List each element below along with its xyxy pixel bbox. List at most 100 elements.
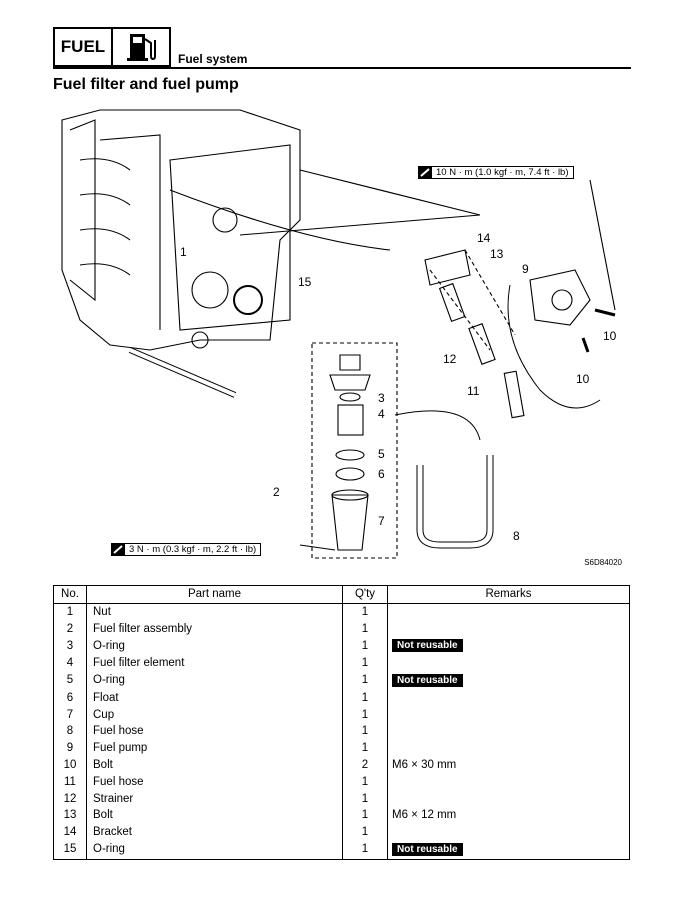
callout: 3 (378, 391, 385, 405)
part-name: Cup (86, 706, 343, 724)
part-remarks: Not reusable (387, 840, 630, 860)
part-number: 12 (53, 790, 87, 808)
part-name: Fuel hose (86, 773, 343, 791)
callout: 4 (378, 407, 385, 421)
part-qty: 1 (342, 620, 388, 638)
col-header-part-name: Part name (86, 585, 343, 604)
part-number: 10 (53, 756, 87, 774)
page-title: Fuel filter and fuel pump (53, 76, 239, 93)
part-name: Fuel pump (86, 740, 343, 757)
part-qty: 1 (342, 689, 388, 707)
part-name: Nut (86, 603, 343, 621)
part-name: Bolt (86, 756, 343, 774)
callout: 10 (576, 372, 590, 386)
part-qty: 1 (342, 671, 388, 690)
part-qty: 1 (342, 723, 388, 741)
header-rule (53, 67, 631, 69)
remark-text: M6 × 12 mm (392, 809, 457, 822)
callout: 13 (490, 247, 504, 261)
part-remarks: Not reusable (387, 637, 630, 656)
col-header-qty: Q'ty (342, 585, 388, 604)
part-number: 11 (53, 773, 87, 791)
part-qty: 1 (342, 603, 388, 621)
col-header-remarks: Remarks (387, 585, 630, 604)
part-number: 14 (53, 824, 87, 841)
part-number: 8 (53, 723, 87, 741)
part-number: 1 (53, 603, 87, 621)
fuel-pump-icon (113, 27, 171, 67)
part-name: Float (86, 689, 343, 707)
part-qty: 1 (342, 790, 388, 808)
part-number: 5 (53, 671, 87, 690)
not-reusable-badge: Not reusable (392, 639, 463, 653)
col-header-no: No. (53, 585, 87, 604)
wrench-icon (419, 167, 432, 178)
part-name: O-ring (86, 840, 343, 860)
callout: 14 (477, 231, 491, 245)
callout: 1 (180, 245, 187, 259)
part-number: 2 (53, 620, 87, 638)
part-remarks (387, 620, 630, 638)
torque-value-bottom: 3 N · m (0.3 kgf · m, 2.2 ft · lb) (129, 544, 257, 555)
not-reusable-badge: Not reusable (392, 842, 463, 856)
part-number: 9 (53, 740, 87, 757)
part-name: Fuel filter assembly (86, 620, 343, 638)
part-remarks (387, 740, 630, 757)
part-qty: 1 (342, 637, 388, 656)
callout: 8 (513, 529, 520, 543)
torque-spec-bottom: 3 N · m (0.3 kgf · m, 2.2 ft · lb) (111, 543, 262, 556)
part-qty: 1 (342, 807, 388, 825)
part-remarks (387, 773, 630, 791)
part-remarks (387, 603, 630, 621)
part-qty: 1 (342, 655, 388, 672)
part-name: O-ring (86, 637, 343, 656)
part-name: Bolt (86, 807, 343, 825)
part-name: Bracket (86, 824, 343, 841)
callout: 10 (603, 329, 617, 343)
figure-code: S6D84020 (584, 558, 622, 567)
part-remarks (387, 706, 630, 724)
part-remarks (387, 689, 630, 707)
callout: 12 (443, 352, 457, 366)
part-number: 13 (53, 807, 87, 825)
part-number: 3 (53, 637, 87, 656)
part-qty: 1 (342, 740, 388, 757)
part-remarks: Not reusable (387, 671, 630, 690)
section-title: Fuel system (178, 52, 248, 66)
part-remarks (387, 824, 630, 841)
part-qty: 1 (342, 840, 388, 860)
wrench-icon (112, 544, 125, 555)
part-qty: 1 (342, 773, 388, 791)
callout: 9 (522, 262, 529, 276)
part-name: Strainer (86, 790, 343, 808)
exploded-diagram: 1 2 3 4 5 6 7 8 9 10 10 11 12 13 14 15 (61, 109, 617, 559)
part-number: 7 (53, 706, 87, 724)
remark-text: M6 × 30 mm (392, 758, 457, 771)
part-remarks: M6 × 12 mm (387, 807, 630, 825)
callout: 2 (273, 485, 280, 499)
part-qty: 1 (342, 824, 388, 841)
callout: 5 (378, 447, 385, 461)
part-remarks (387, 723, 630, 741)
part-qty: 1 (342, 706, 388, 724)
callout: 11 (467, 384, 480, 398)
part-remarks (387, 655, 630, 672)
not-reusable-badge: Not reusable (392, 673, 463, 687)
callout: 15 (298, 275, 312, 289)
chapter-label: FUEL (53, 27, 113, 67)
